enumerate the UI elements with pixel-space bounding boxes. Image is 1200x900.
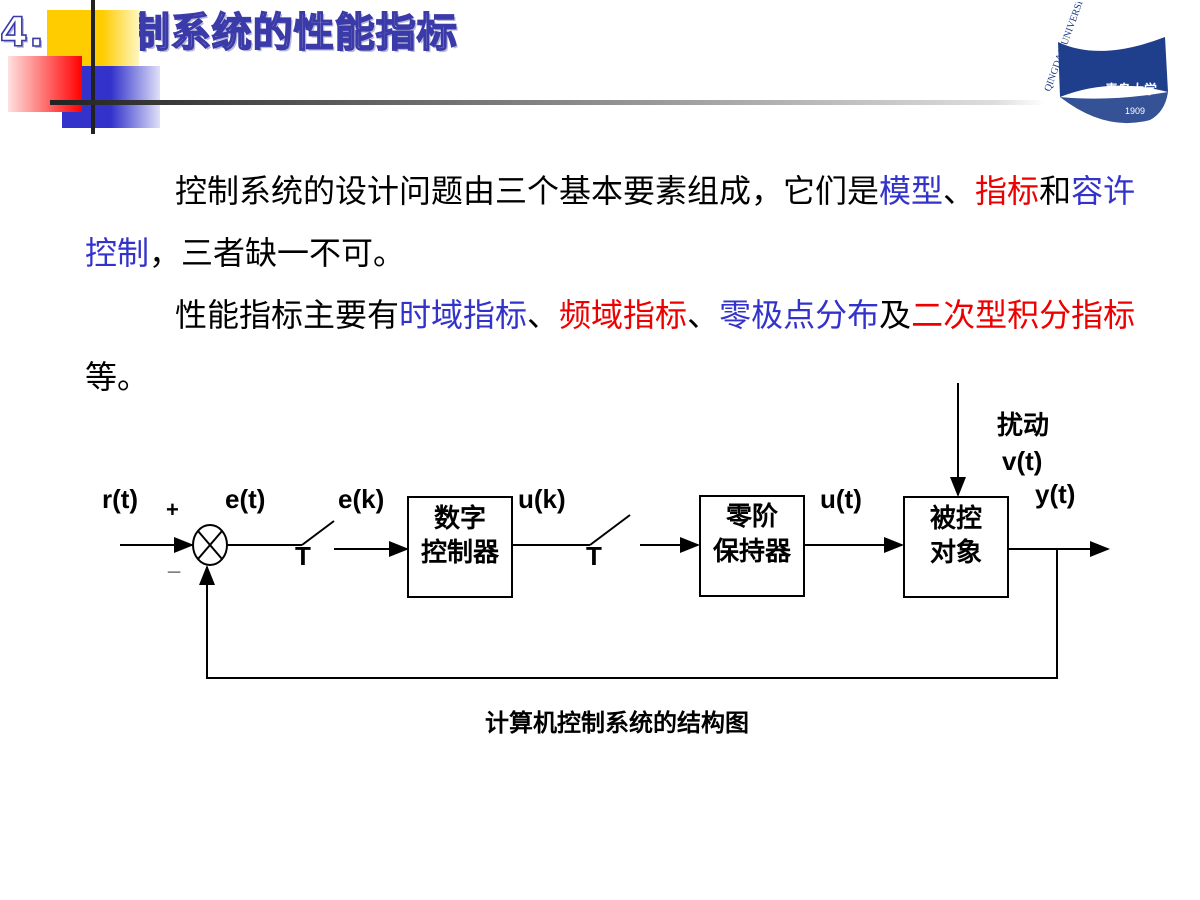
- term-quadratic-integral: 二次型积分指标: [911, 296, 1136, 334]
- label-plus: +: [166, 497, 179, 522]
- label-disturbance: 扰动: [997, 410, 1049, 440]
- label-e-k: e(k): [338, 484, 384, 514]
- label-u-k: u(k): [518, 484, 566, 514]
- paragraph-elements: 控制系统的设计问题由三个基本要素组成，它们是模型、指标和容许控制，三者缺一不可。: [85, 172, 1136, 272]
- label-v-t: v(t): [1002, 446, 1042, 476]
- sampler-switch-1: [301, 520, 335, 546]
- svg-text:被控: 被控: [930, 503, 982, 533]
- term-frequency-domain: 频域指标: [559, 296, 688, 334]
- svg-text:零阶: 零阶: [726, 501, 778, 531]
- label-r: r(t): [102, 484, 138, 514]
- label-y-t: y(t): [1035, 479, 1075, 509]
- term-model: 模型: [879, 172, 944, 210]
- title-underline: [50, 100, 1045, 105]
- label-e-t: e(t): [225, 484, 265, 514]
- svg-text:1909: 1909: [1125, 106, 1145, 116]
- term-pole-zero: 零极点分布: [719, 296, 880, 334]
- svg-text:保持器: 保持器: [712, 536, 792, 566]
- svg-text:对象: 对象: [930, 537, 982, 567]
- paragraph-indices: 性能指标主要有时域指标、频域指标、零极点分布及二次型积分指标等。: [85, 296, 1136, 396]
- plant-block: [903, 496, 1009, 598]
- label-u-t: u(t): [820, 484, 862, 514]
- digital-controller-block: [407, 496, 513, 598]
- svg-text:控制器: 控制器: [421, 537, 500, 567]
- diagram-caption: 计算机控制系统的结构图: [485, 709, 749, 737]
- term-index: 指标: [975, 172, 1040, 210]
- label-minus: _: [167, 550, 181, 575]
- university-logo: QINGDAO UNIVERSITY 青岛大学 1909: [1042, 2, 1168, 124]
- svg-text:青岛大学: 青岛大学: [1105, 82, 1157, 97]
- feedback-path: [199, 549, 1058, 679]
- deco-vertical-line: [91, 0, 95, 134]
- label-T1: T: [295, 541, 311, 571]
- sampler-switch-2: [589, 514, 631, 546]
- term-time-domain: 时域指标: [399, 296, 528, 334]
- term-admissible-control: 容许控制: [85, 172, 1136, 272]
- label-T2: T: [586, 541, 602, 571]
- svg-text:数字: 数字: [434, 503, 486, 533]
